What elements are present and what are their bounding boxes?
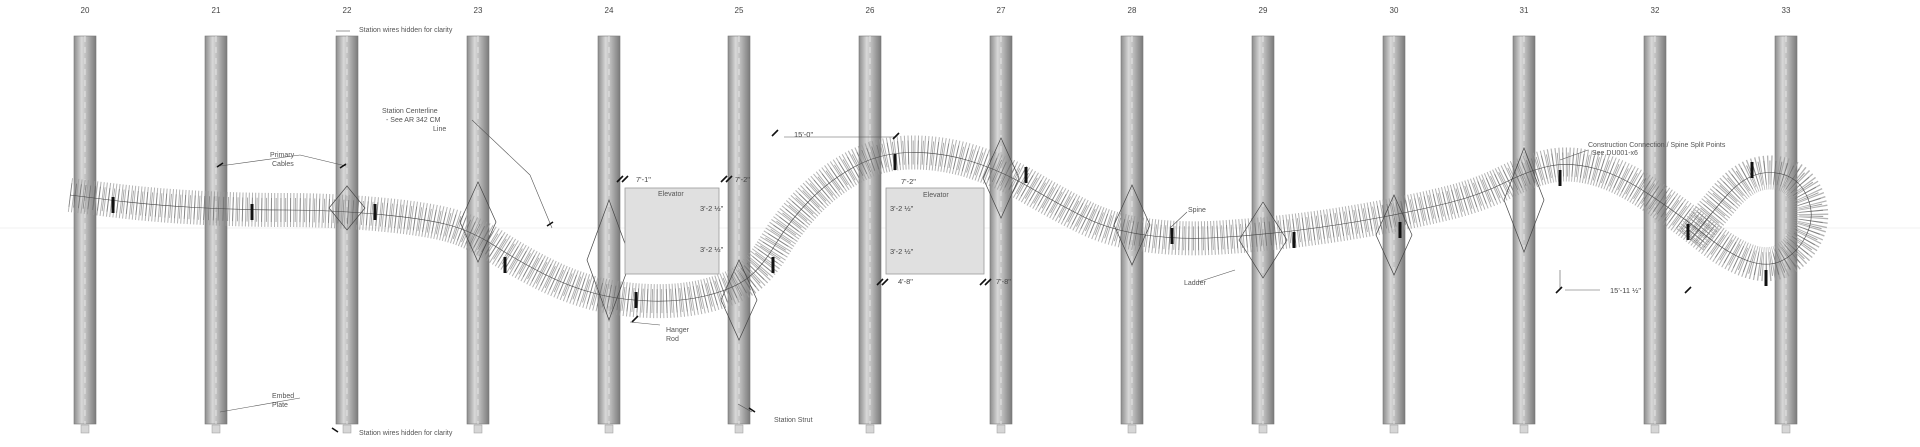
spine-marker — [250, 204, 254, 220]
ribbon-structure — [67, 135, 1829, 341]
note-elevator-right: Elevator — [923, 192, 949, 199]
spine-marker — [1686, 224, 1690, 240]
note-ladder: Ladder — [1184, 280, 1206, 287]
cross-brace — [328, 185, 366, 231]
note-hanger-rod: Hanger Rod — [666, 327, 691, 343]
cross-brace — [1503, 147, 1545, 253]
column — [1643, 35, 1667, 434]
cross-brace — [1238, 201, 1288, 279]
note-station-strut: Station Strut — [774, 417, 813, 424]
dim-right-elevator-bottom-left: 4'-8" — [898, 277, 913, 286]
grid-number: 28 — [1128, 6, 1137, 15]
column — [597, 35, 621, 434]
note-station-wires-bottom: Station wires hidden for clarity — [359, 430, 453, 437]
column — [335, 35, 359, 434]
column — [1512, 35, 1536, 434]
ribbon-spine — [69, 152, 1812, 302]
column — [989, 35, 1013, 434]
cross-brace — [1375, 194, 1413, 276]
note-elevator-left: Elevator — [658, 191, 684, 198]
note-embed-plate: Embed Plate — [272, 393, 296, 409]
dim-right-elevator-side-1: 3'-2 ½" — [890, 204, 914, 213]
note-primary-cables: Primary Cables — [270, 152, 296, 168]
note-construction-connection: Construction Connection / Spine Split Po… — [1588, 142, 1727, 157]
grid-number: 30 — [1390, 6, 1399, 15]
spine-marker — [373, 204, 377, 220]
dim-right-elevator-bottom-right: 7'-8" — [996, 277, 1011, 286]
grid-number: 21 — [212, 6, 221, 15]
dim-left-elevator-side-1: 3'-2 ½" — [700, 204, 724, 213]
dim-top-span: 15'-0" — [794, 130, 813, 139]
spine-marker — [1024, 167, 1028, 183]
column — [1251, 35, 1275, 434]
grid-number: 25 — [735, 6, 744, 15]
note-station-wires-top: Station wires hidden for clarity — [359, 27, 453, 34]
note-spine: Spine — [1188, 207, 1206, 214]
cross-brace — [1113, 184, 1151, 266]
elevator-box-right — [885, 187, 985, 275]
dim-left-elevator-top-right: 7'-2" — [735, 175, 750, 184]
elevator-box-left — [624, 187, 720, 275]
spine-marker — [1558, 170, 1562, 186]
grid-number: 31 — [1520, 6, 1529, 15]
note-station-centerline: Station Centerline - See AR 342 CM Line — [382, 108, 446, 133]
spine-marker — [1764, 270, 1768, 286]
spine-marker — [893, 154, 897, 170]
spine-marker — [1292, 232, 1296, 248]
leader-lines — [219, 30, 1600, 413]
column — [727, 35, 751, 434]
dim-left-elevator-side-2: 3'-2 ½" — [700, 245, 724, 254]
dim-right-span: 15'-11 ½" — [1610, 286, 1641, 295]
grid-number: 24 — [605, 6, 614, 15]
dim-right-elevator-top: 7'-2" — [901, 177, 916, 186]
column — [204, 35, 228, 434]
spine-marker — [503, 257, 507, 273]
grid-number: 33 — [1782, 6, 1791, 15]
spine-marker — [1170, 228, 1174, 244]
grid-number: 26 — [866, 6, 875, 15]
grid-number: 32 — [1651, 6, 1660, 15]
spine-marker — [1398, 222, 1402, 238]
grid-number: 29 — [1259, 6, 1268, 15]
spine-marker — [1750, 162, 1754, 178]
spine-marker — [111, 197, 115, 213]
grid-number: 22 — [343, 6, 352, 15]
cross-brace — [720, 259, 758, 341]
spine-marker — [771, 257, 775, 273]
dimension-ticks — [216, 129, 1692, 433]
column — [73, 35, 97, 434]
spine-marker — [634, 292, 638, 308]
grid-number: 20 — [81, 6, 90, 15]
grid-number: 23 — [474, 6, 483, 15]
column — [466, 35, 490, 434]
grid-numbers: 20 21 22 23 24 25 26 27 28 29 30 31 32 33 — [81, 6, 1791, 15]
dim-left-elevator-top-left: 7'-1" — [636, 175, 651, 184]
dim-right-elevator-side-2: 3'-2 ½" — [890, 247, 914, 256]
grid-number: 27 — [997, 6, 1006, 15]
column — [858, 35, 882, 434]
cross-brace — [982, 137, 1020, 219]
column — [1382, 35, 1406, 434]
cross-brace — [459, 181, 497, 263]
